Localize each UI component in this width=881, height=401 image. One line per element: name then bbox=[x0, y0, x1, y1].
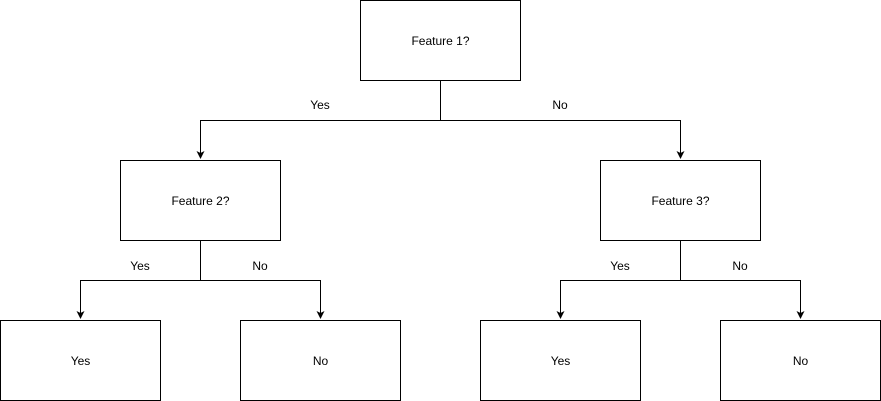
leaf-node-3: Yes bbox=[480, 320, 641, 401]
leaf-node-4-label: No bbox=[792, 353, 809, 368]
edge-label-f3-no: No bbox=[731, 259, 749, 273]
leaf-node-1-label: Yes bbox=[70, 353, 91, 368]
leaf-node-2: No bbox=[240, 320, 401, 401]
node-feature-1: Feature 1? bbox=[360, 0, 521, 81]
node-feature-3: Feature 3? bbox=[600, 160, 761, 241]
edge-f3-no bbox=[680, 280, 805, 319]
edge-label-root-yes: Yes bbox=[309, 98, 331, 112]
edge-f3-yes bbox=[556, 240, 681, 319]
edge-f2-no bbox=[200, 280, 325, 319]
leaf-node-3-label: Yes bbox=[550, 353, 571, 368]
leaf-node-1: Yes bbox=[0, 320, 161, 401]
edge-label-root-no: No bbox=[551, 98, 569, 112]
edge-root-yes bbox=[196, 80, 441, 159]
edge-root-no bbox=[440, 120, 685, 159]
leaf-node-2-label: No bbox=[312, 353, 329, 368]
edge-label-f2-no: No bbox=[251, 259, 269, 273]
node-feature-1-label: Feature 1? bbox=[411, 33, 470, 48]
node-feature-2-label: Feature 2? bbox=[171, 193, 230, 208]
node-feature-2: Feature 2? bbox=[120, 160, 281, 241]
node-feature-3-label: Feature 3? bbox=[651, 193, 710, 208]
edge-label-f3-yes: Yes bbox=[609, 259, 631, 273]
edge-f2-yes bbox=[76, 240, 201, 319]
leaf-node-4: No bbox=[720, 320, 881, 401]
edge-label-f2-yes: Yes bbox=[129, 259, 151, 273]
